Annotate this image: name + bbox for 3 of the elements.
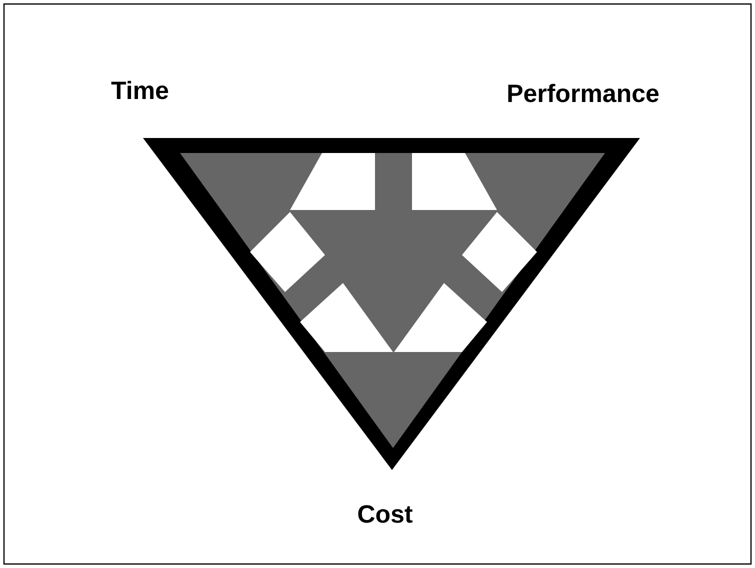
corner-label: Time (111, 80, 168, 100)
corner-label: Cost (358, 505, 412, 523)
corner-label: Performance (508, 84, 659, 102)
